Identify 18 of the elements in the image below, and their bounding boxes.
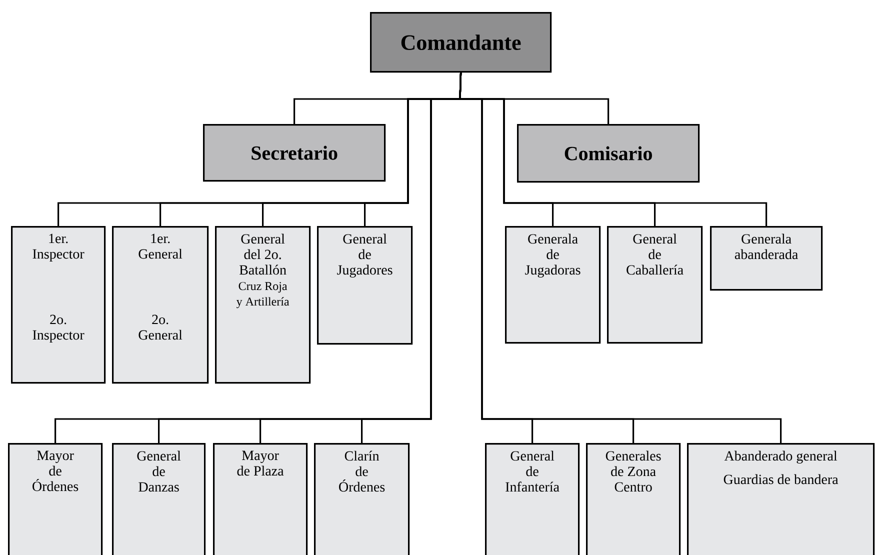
position-box: General de Caballería — [607, 226, 703, 344]
position-box: Clarín de Órdenes — [314, 443, 410, 555]
position-box: Abanderado general Guardias de bandera — [687, 443, 875, 555]
position-box: 1er. Inspector 2o. Inspector — [11, 226, 106, 384]
position-box: Generala abanderada — [710, 226, 823, 291]
position-box: General de Jugadores — [317, 226, 413, 345]
position-box: Mayor de Órdenes — [8, 443, 103, 555]
officer-box: Comisario — [517, 124, 700, 183]
position-box: Generala de Jugadoras — [505, 226, 601, 344]
position-box: General de Danzas — [112, 443, 206, 555]
position-box: General de Infantería — [485, 443, 580, 555]
position-box: Mayor de Plaza — [213, 443, 308, 555]
officer-box: Secretario — [203, 124, 386, 182]
position-box: Generales de Zona Centro — [586, 443, 681, 555]
position-box: 1er. General 2o. General — [112, 226, 209, 384]
position-box: General del 2o. Batallón Cruz Roja y Artillería — [215, 226, 311, 384]
commander-box: Comandante — [370, 12, 552, 73]
connector-line — [459, 72, 782, 443]
